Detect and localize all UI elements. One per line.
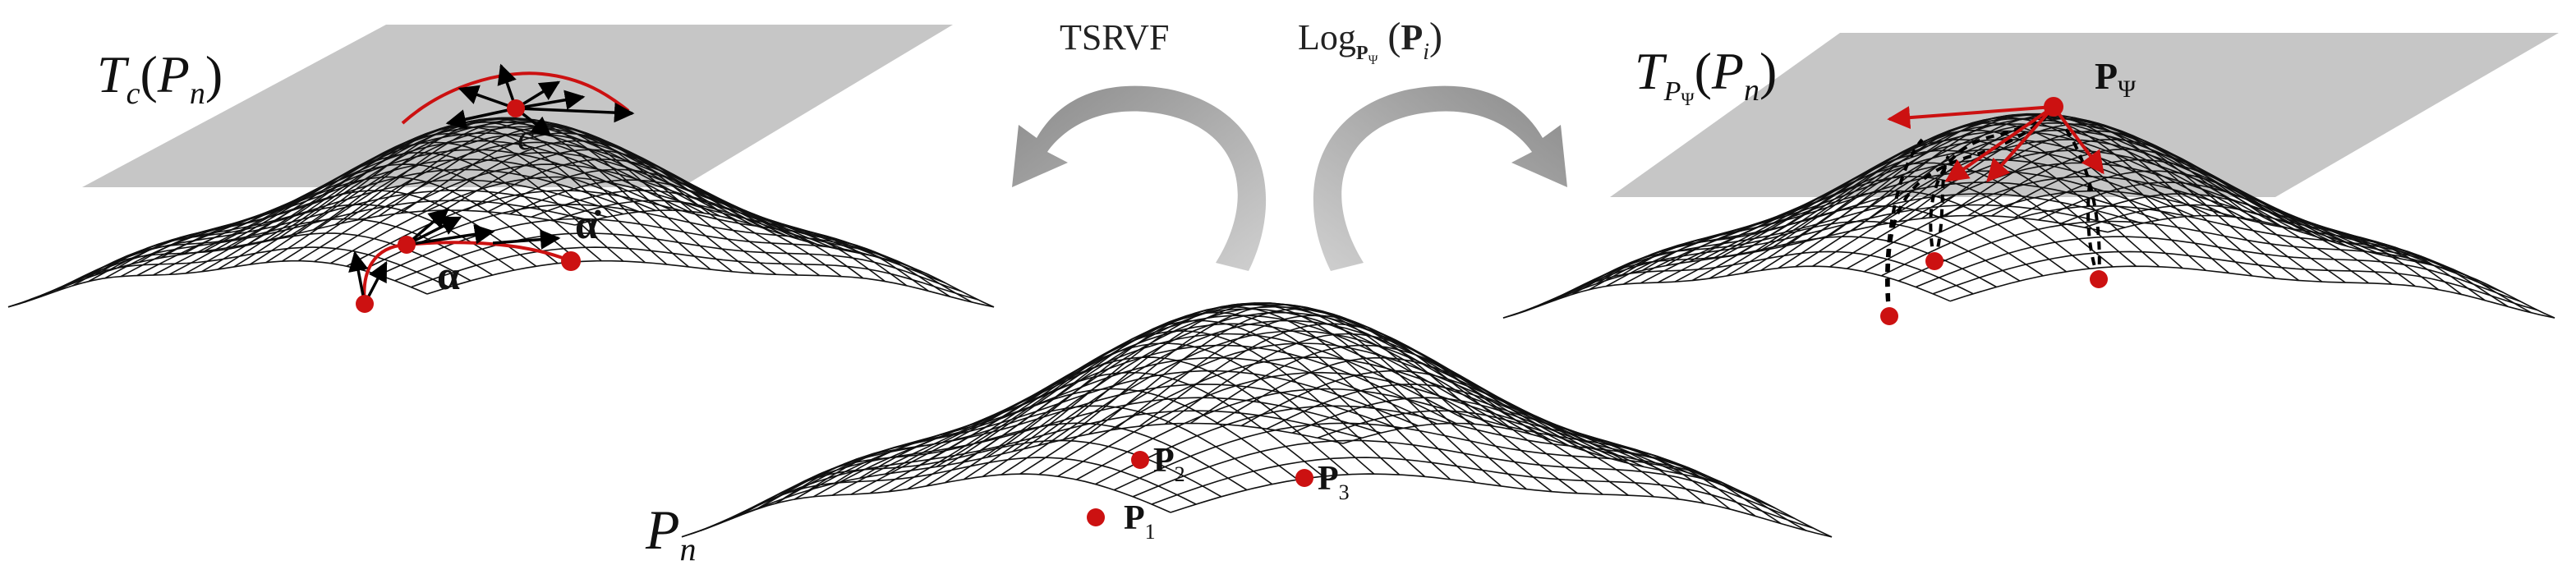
manifold-label: Pn xyxy=(645,498,697,565)
point-c xyxy=(507,99,525,117)
sample-point-1 xyxy=(1880,307,1898,325)
point-p3 xyxy=(1295,469,1313,487)
tangent-space-right-label: TPΨ(Pn) xyxy=(1635,42,1777,109)
log-vectors xyxy=(1887,105,2104,183)
point-p1 xyxy=(1087,508,1105,526)
p3-label: P3 xyxy=(1318,460,1350,504)
alpha-end-point xyxy=(561,251,581,271)
alpha-mid-point xyxy=(398,236,416,254)
point-p-psi xyxy=(2044,97,2063,117)
tangent-space-left-label: Tc(Pn) xyxy=(97,45,223,111)
tangent-plane-right xyxy=(1610,33,2559,197)
point-c-label: c xyxy=(518,116,534,158)
sample-point-3 xyxy=(2090,270,2108,288)
p2-label: P2 xyxy=(1153,442,1185,486)
surface-left xyxy=(7,117,995,308)
log-map-label: LogPΨ (Pi) xyxy=(1298,15,1442,67)
surface-center xyxy=(681,302,1833,538)
p-psi-label: PΨ xyxy=(2095,55,2137,103)
alpha-start-point xyxy=(356,295,374,313)
alpha-label: α xyxy=(437,252,460,298)
tsrvf-label: TSRVF xyxy=(1060,17,1169,57)
sample-point-2 xyxy=(1925,252,1944,270)
p1-label: P1 xyxy=(1124,499,1156,544)
curve-alpha xyxy=(362,241,572,305)
left-panel: Tc(Pn) c α α̇ xyxy=(7,25,995,313)
alpha-dot-label: α̇ xyxy=(575,201,601,247)
right-panel: TPΨ(Pn) PΨ xyxy=(1502,33,2559,325)
center-arrows: TSRVF LogPΨ (Pi) xyxy=(1012,15,1567,272)
center-panel: P2 P3 P1 Pn xyxy=(645,302,1833,565)
log-arrow xyxy=(1313,85,1567,272)
tsrvf-arrow xyxy=(1012,85,1267,271)
geodesic-curve-top xyxy=(401,71,630,125)
point-p2 xyxy=(1131,451,1149,469)
